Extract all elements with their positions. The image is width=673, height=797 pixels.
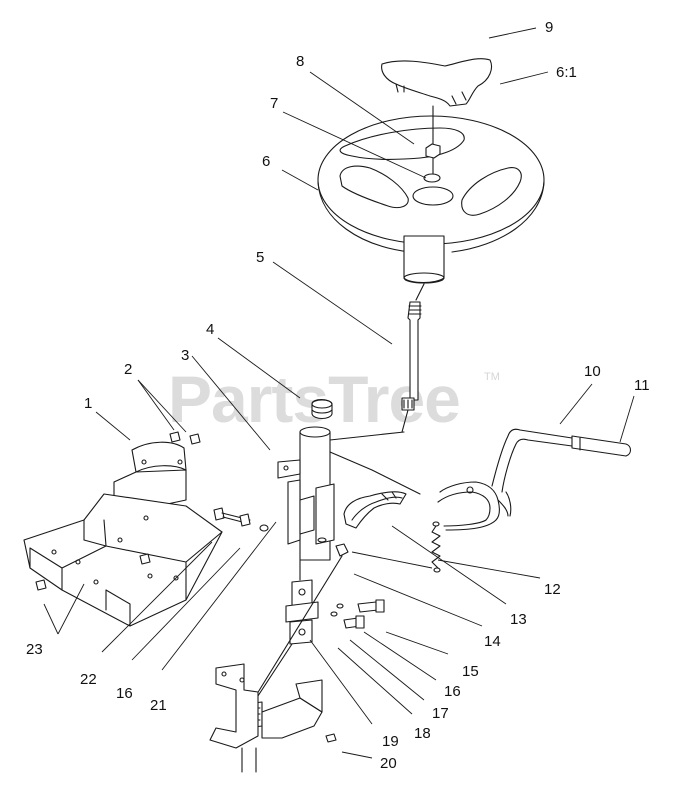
callout-15: 15: [462, 663, 479, 680]
part-mount-plate: [23, 493, 223, 627]
callout-6: 6: [262, 153, 270, 170]
part-bushing: [311, 398, 333, 420]
part-sector-plate: [343, 491, 407, 529]
callout-11: 11: [634, 377, 650, 394]
part-spacer: [335, 543, 349, 557]
watermark-trademark: TM: [484, 371, 500, 383]
part-control-lever: [437, 428, 573, 531]
callout-22: 22: [80, 671, 97, 688]
callout-6-1: 6:1: [556, 64, 577, 81]
callout-8: 8: [296, 53, 304, 70]
callout-2: 2: [124, 361, 132, 378]
part-steering-column: [277, 426, 421, 561]
partstree-watermark: PartsTree TM: [168, 362, 500, 436]
callout-12: 12: [544, 581, 561, 598]
callout-20: 20: [380, 755, 397, 772]
part-steering-wheel: [317, 115, 545, 284]
part-lever-grip: [571, 435, 632, 457]
callout-14: 14: [484, 633, 501, 650]
callout-7: 7: [270, 95, 278, 112]
part-steering-shaft: [401, 283, 425, 433]
callout-19: 19: [382, 733, 399, 750]
part-hub-washer: [423, 157, 441, 183]
callout-5: 5: [256, 249, 264, 266]
callout-3: 3: [181, 347, 189, 364]
callout-9: 9: [545, 19, 553, 36]
callout-10: 10: [584, 363, 601, 380]
callout-23: 23: [26, 641, 43, 658]
part-lower-bracket: [209, 555, 343, 773]
callout-17: 17: [432, 705, 449, 722]
part-long-bolt: [213, 507, 269, 532]
callout-16-right: 16: [444, 683, 461, 700]
callout-21: 21: [150, 697, 167, 714]
callout-1: 1: [84, 395, 92, 412]
leader-lines: [43, 27, 635, 759]
callout-16-left: 16: [116, 685, 133, 702]
part-spring: [351, 521, 441, 573]
callout-18: 18: [414, 725, 431, 742]
part-top-bolts: [169, 431, 201, 445]
part-hardware-bolts: [330, 599, 385, 629]
callout-13: 13: [510, 611, 527, 628]
part-hub-nut: [425, 105, 441, 159]
part-steering-cap: [381, 58, 493, 107]
callout-labels: 1 2 3 4 5 6 6:1 7 8 9 10 11 12 13 14 15 …: [26, 19, 650, 772]
callout-4: 4: [206, 321, 214, 338]
